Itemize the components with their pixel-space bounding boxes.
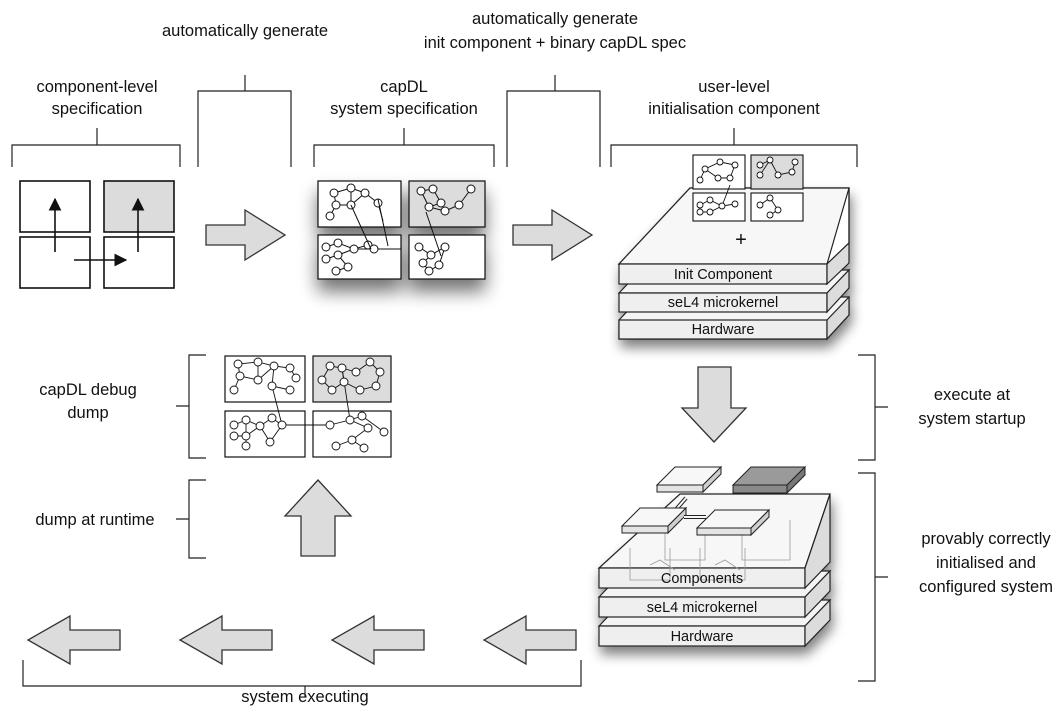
bracket-system-executing — [22, 660, 582, 697]
bracket-init-component — [610, 128, 858, 167]
block-front-left — [620, 506, 688, 535]
capdl-spec-diagram — [317, 180, 486, 280]
init-mini-capdl — [692, 154, 804, 222]
init-layer-label-3: Hardware — [692, 322, 755, 338]
dump-runtime-label: dump at runtime — [35, 511, 154, 529]
debug-dump-label-2: dump — [67, 404, 108, 422]
init-stack — [617, 187, 851, 341]
sys-layer-label-1: Components — [661, 571, 743, 587]
execute-label-2: system startup — [918, 410, 1025, 428]
arrow-right-2 — [512, 208, 594, 262]
component-spec-label-2: specification — [52, 100, 143, 118]
provably-label-2: initialised and — [936, 554, 1036, 572]
bracket-debug-dump — [176, 354, 206, 459]
init-layer-label-2: seL4 microkernel — [668, 295, 778, 311]
arrow-left-4 — [482, 614, 577, 666]
bracket-dump-runtime — [176, 479, 206, 559]
component-box-bottom-right — [103, 236, 175, 289]
component-blocks — [620, 465, 807, 581]
plus-sign: + — [735, 229, 747, 251]
capdl-spec-label-2: system specification — [330, 100, 478, 118]
auto-generate-label-1: automatically generate — [162, 22, 328, 40]
bracket-provably — [858, 472, 888, 682]
sys-layer-label-3: Hardware — [671, 629, 734, 645]
init-component-label-1: user-level — [698, 78, 770, 96]
auto-generate-label-2a: automatically generate — [472, 10, 638, 28]
sys-layer-label-2: seL4 microkernel — [647, 600, 757, 616]
component-spec-label-1: component-level — [36, 78, 157, 96]
capdl-debug-dump-diagram — [224, 355, 392, 458]
graph-panel-tl — [317, 180, 402, 228]
arrow-left-1 — [26, 614, 121, 666]
auto-generate-label-2b: init component + binary capDL spec — [424, 34, 686, 52]
component-spec-diagram — [19, 180, 175, 289]
component-box-top-right — [103, 180, 175, 233]
graph-panel-br — [408, 234, 486, 280]
bracket-execute — [858, 354, 888, 461]
bracket-component-spec — [11, 128, 181, 167]
capdl-spec-label-1: capDL — [380, 78, 428, 96]
init-layer-label-1: Init Component — [674, 267, 772, 283]
bracket-capdl-spec — [313, 128, 495, 167]
block-back-right — [731, 465, 807, 495]
arrow-up — [283, 479, 353, 557]
init-component-label-2: initialisation component — [648, 100, 820, 118]
arrow-right-1 — [205, 208, 287, 262]
provably-label-3: configured system — [919, 578, 1053, 596]
graph-panel-bl — [317, 234, 402, 280]
execute-label-1: execute at — [934, 386, 1011, 404]
bracket-auto-generate-2 — [506, 75, 601, 167]
block-back-left — [655, 465, 723, 494]
graph-panel-tr — [408, 180, 486, 228]
bracket-auto-generate-1 — [197, 75, 292, 167]
arrow-down — [680, 366, 748, 443]
provably-label-1: provably correctly — [921, 530, 1051, 548]
arrow-left-3 — [330, 614, 425, 666]
arrow-left-2 — [178, 614, 273, 666]
debug-dump-label-1: capDL debug — [39, 381, 137, 399]
block-front-right — [695, 508, 771, 537]
